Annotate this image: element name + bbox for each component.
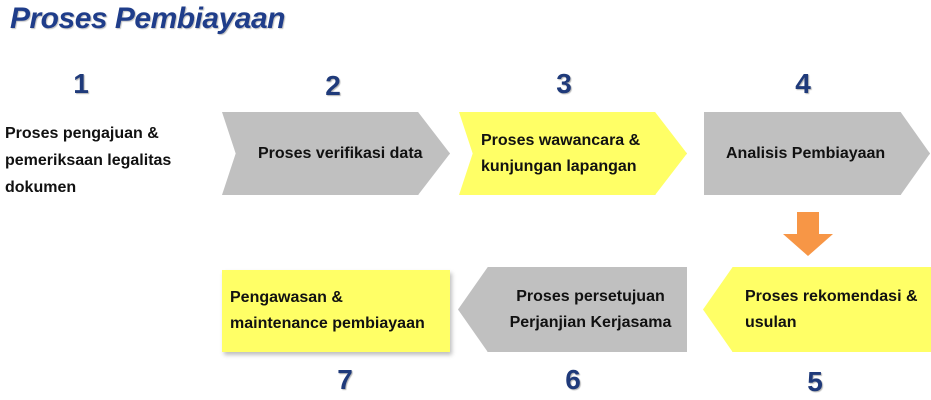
step-3-number: 3 [556, 68, 572, 99]
step-1-label: Proses pengajuan & pemeriksaan legalitas… [5, 125, 172, 196]
step-3-shape: Proses wawancara & kunjungan lapangan [459, 112, 687, 195]
step-2-number: 2 [325, 70, 341, 101]
step-7-number: 7 [337, 364, 353, 395]
step-5-label: Proses rekomendasi & usulan [745, 287, 918, 331]
step-6-label: Proses persetujuan Perjanjian Kerjasama [509, 287, 672, 331]
orange-down-arrow-icon [783, 212, 833, 256]
step-7-label: Pengawasan & maintenance pembiayaan [230, 289, 425, 332]
step-2-shape: Proses verifikasi data [222, 112, 450, 195]
step-6-shape: Proses persetujuan Perjanjian Kerjasama [458, 267, 687, 352]
step-1-number: 1 [73, 68, 89, 99]
step-5-number: 5 [807, 366, 823, 397]
step-5-shape: Proses rekomendasi & usulan [703, 267, 931, 352]
step-4-label: Analisis Pembiayaan [726, 144, 886, 162]
step-4-number: 4 [795, 68, 811, 99]
step-7-shape: Pengawasan & maintenance pembiayaan [222, 270, 450, 352]
step-6-number: 6 [565, 364, 581, 395]
step-3-label: Proses wawancara & kunjungan lapangan [481, 131, 641, 175]
step-2-label: Proses verifikasi data [258, 144, 423, 162]
step-4-shape: Analisis Pembiayaan [704, 112, 930, 195]
page-title: Proses Pembiayaan [10, 2, 286, 35]
